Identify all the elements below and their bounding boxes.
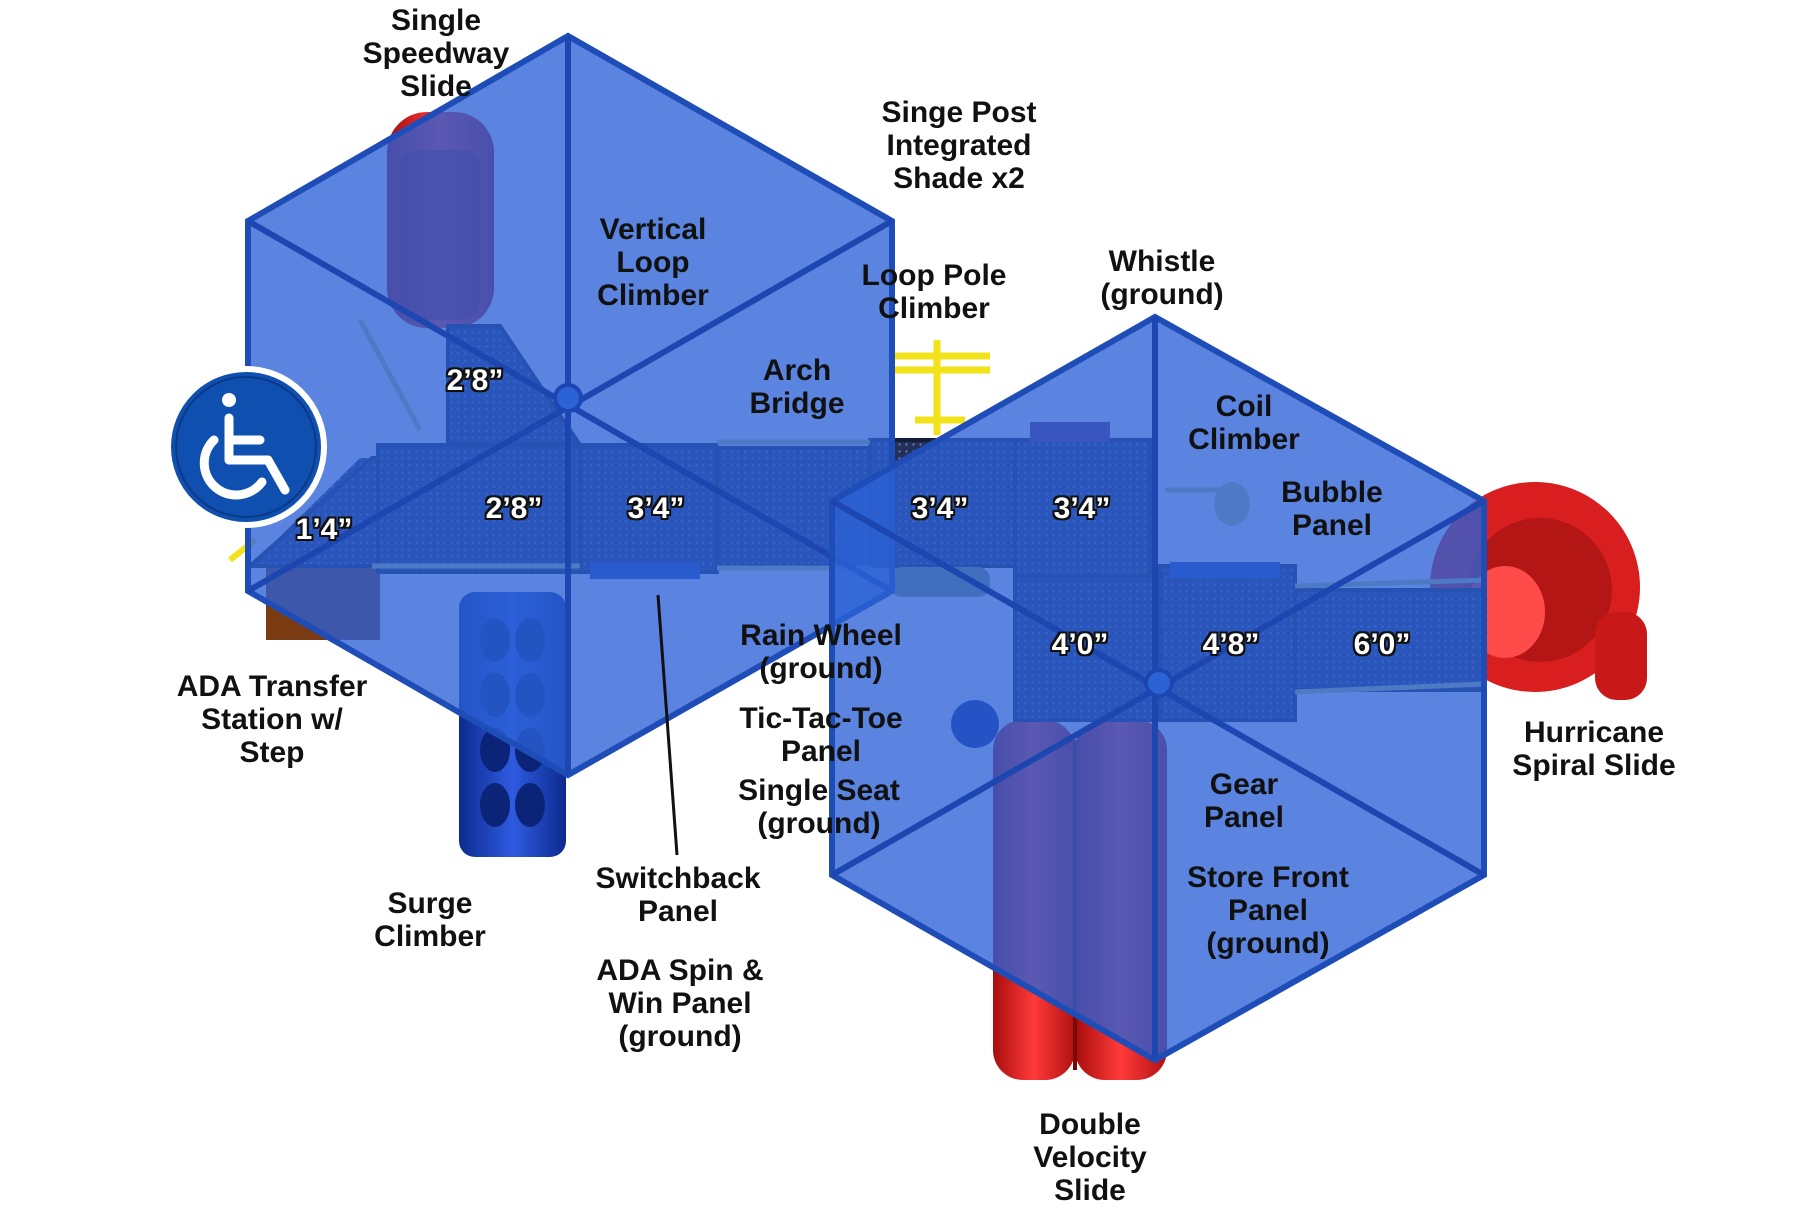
loop-pole-climber-shape	[893, 340, 990, 435]
label-switchback-panel: Switchback Panel	[595, 862, 761, 928]
label-bubble-panel: Bubble Panel	[1281, 476, 1383, 542]
label-vertical-loop-climber: Vertical Loop Climber	[597, 213, 709, 312]
label-surge-climber: Surge Climber	[374, 887, 486, 953]
deck-height-7: 4’0”	[1051, 628, 1109, 661]
deck-height-9: 6’0”	[1353, 628, 1411, 661]
label-gear-panel: Gear Panel	[1203, 768, 1285, 834]
deck-height-6: 3’4”	[1053, 492, 1111, 525]
label-whistle: Whistle (ground)	[1100, 245, 1224, 311]
label-hurricane-spiral-slide: Hurricane Spiral Slide	[1512, 716, 1676, 782]
deck-height-3: 2’8”	[485, 492, 543, 525]
deck-height-2: 2’8”	[446, 364, 504, 397]
deck-height-4: 3’4”	[627, 492, 685, 525]
shade-canopy-right	[829, 313, 1487, 1064]
label-ada-transfer-station: ADA Transfer Station w/ Step	[176, 670, 368, 769]
label-single-speedway-slide: Single Speedway Slide	[362, 4, 510, 103]
deck-height-8: 4’8”	[1202, 628, 1260, 661]
label-double-velocity-slide: Double Velocity Slide	[1033, 1108, 1147, 1207]
deck-height-1: 1’4”	[295, 513, 353, 546]
wheelchair-accessibility-icon	[165, 366, 327, 528]
label-store-front-panel: Store Front Panel (ground)	[1187, 861, 1349, 960]
label-tic-tac-toe-panel: Tic-Tac-Toe Panel	[739, 702, 903, 768]
shade-canopy-left	[245, 32, 895, 779]
label-single-post-shade: Singe Post Integrated Shade x2	[881, 96, 1037, 195]
label-coil-climber: Coil Climber	[1188, 390, 1300, 456]
label-loop-pole-climber: Loop Pole Climber	[861, 259, 1007, 325]
label-rain-wheel: Rain Wheel (ground)	[740, 619, 902, 685]
label-arch-bridge: Arch Bridge	[749, 354, 845, 420]
deck-height-5: 3’4”	[911, 492, 969, 525]
label-single-seat: Single Seat (ground)	[738, 774, 900, 840]
label-ada-spin-win-panel: ADA Spin & Win Panel (ground)	[596, 954, 764, 1053]
